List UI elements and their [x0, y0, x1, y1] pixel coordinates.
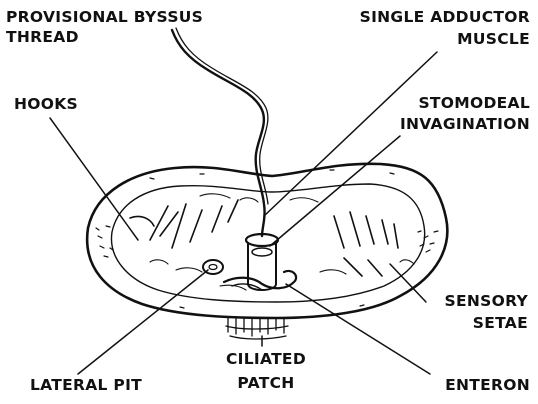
leader-lateral-pit — [78, 270, 208, 374]
label-stomodeal-line2: INVAGINATION — [400, 115, 530, 133]
lateral-pit-inner — [209, 265, 217, 270]
hooks-right — [334, 212, 398, 276]
label-sensory-line1: SENSORY — [445, 292, 529, 310]
label-ciliated-patch: CILIATED PATCH — [226, 350, 306, 392]
label-sensory-line2: SETAE — [473, 314, 528, 332]
leader-single-adductor — [264, 52, 437, 216]
label-lateral-pit: LATERAL PIT — [30, 376, 142, 394]
shell-outline — [87, 164, 447, 318]
label-sensory-setae: SENSORY SETAE — [445, 292, 529, 332]
label-provisional-byssus-thread: PROVISIONAL BYSSUS THREAD — [6, 8, 203, 46]
larva-body — [87, 164, 447, 339]
label-provisional-byssus-line1: PROVISIONAL BYSSUS — [6, 8, 203, 26]
label-provisional-byssus-line2: THREAD — [6, 28, 79, 46]
label-single-adductor-line2: MUSCLE — [457, 30, 530, 48]
label-hooks: HOOKS — [14, 95, 78, 113]
label-stomodeal-invagination: STOMODEAL INVAGINATION — [400, 94, 530, 133]
label-enteron: ENTERON — [445, 376, 530, 394]
label-stomodeal-line1: STOMODEAL — [418, 94, 530, 112]
label-single-adductor-muscle: SINGLE ADDUCTOR MUSCLE — [360, 8, 530, 48]
label-ciliated-line2: PATCH — [237, 374, 294, 392]
hooks-left — [130, 200, 238, 248]
stomodeum-opening — [252, 248, 272, 256]
leader-hooks — [50, 118, 138, 240]
label-ciliated-line1: CILIATED — [226, 350, 306, 368]
ciliated-patch-shape — [226, 318, 288, 339]
label-single-adductor-line1: SINGLE ADDUCTOR — [360, 8, 530, 26]
leader-enteron — [286, 284, 430, 374]
byssus-thread-edge — [176, 28, 268, 204]
